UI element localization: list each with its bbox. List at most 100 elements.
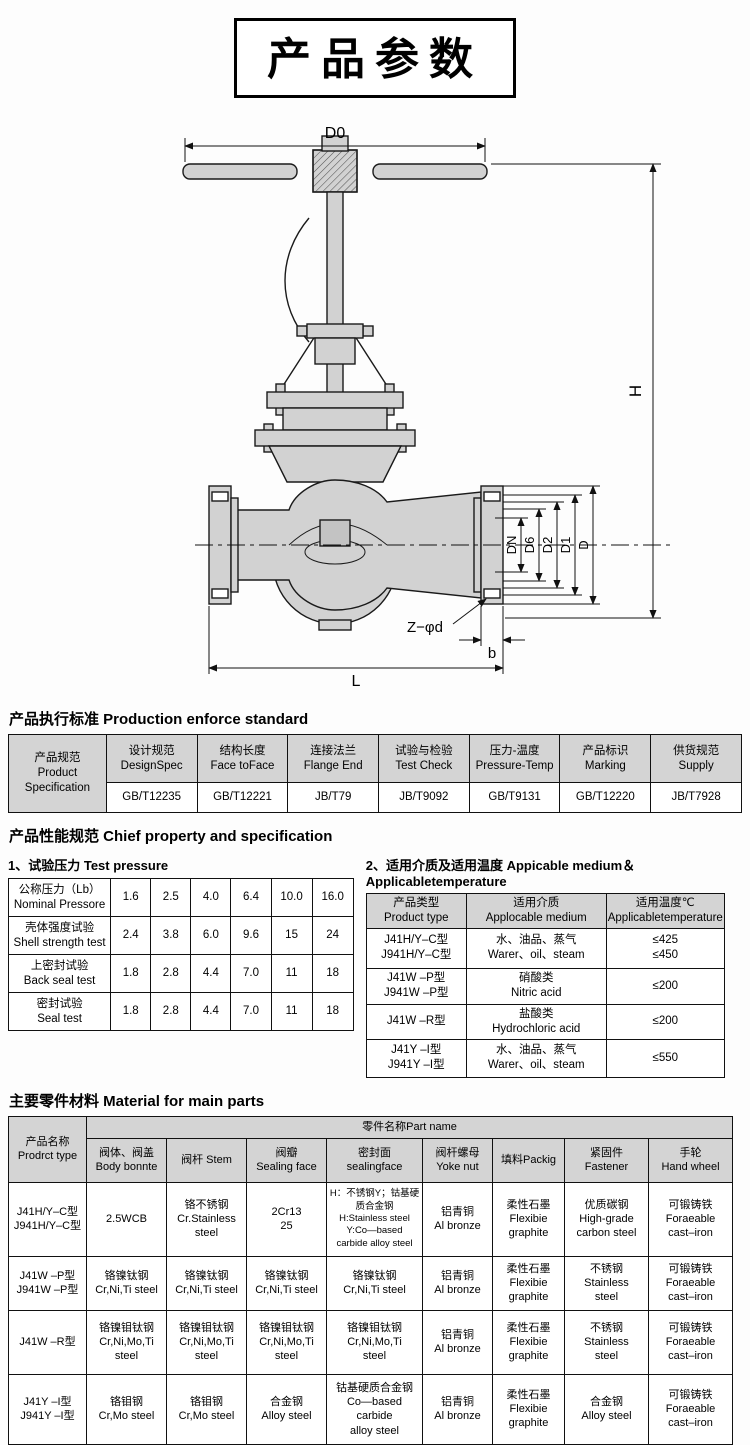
pressure-value-cell: 4.4	[190, 992, 232, 1031]
page-title: 产品参数	[234, 18, 516, 98]
standards-heading: 产品执行标准 Production enforce standard	[9, 711, 309, 728]
standards-header-cell: 产品标识 Marking	[559, 734, 652, 783]
materials-part-header: 紧固件 Fastener	[564, 1137, 649, 1183]
medium-medium-cell: 水、油品、蒸气 Warer、oil、steam	[465, 1038, 607, 1078]
materials-cell: 优质碳钢 High-grade carbon steel	[564, 1181, 649, 1257]
materials-cell: 柔性石墨 Flexibie graphite	[492, 1373, 565, 1445]
medium-header-cell: 适用温度℃ Applicabletemperature	[605, 893, 725, 929]
dim-d2-label: D2	[540, 537, 555, 554]
pressure-value-cell: 4.0	[190, 878, 232, 917]
materials-cell: 铬镍钛钢 Cr,Ni,Ti steel	[86, 1255, 167, 1311]
pressure-value-cell: 11	[270, 992, 313, 1031]
pressure-value-cell: 10.0	[270, 878, 313, 917]
materials-cell: 2Cr13 25	[246, 1181, 327, 1257]
dim-d-label: D	[576, 540, 591, 549]
pressure-value-cell: 18	[311, 954, 354, 993]
standards-header-cell: 供货规范 Supply	[650, 734, 742, 783]
materials-cell: 铝青铜 Al bronze	[422, 1373, 493, 1445]
pressure-block: 1、试验压力 Test pressure 公称压力（Lb） Nominal Pr…	[7, 851, 354, 1031]
dimension-labels: D0 H DN D6 D2 D1 D Z−φd b L	[325, 125, 645, 690]
materials-cell: 铬镍钼钛钢 Cr,Ni,Mo,Ti steel	[246, 1309, 327, 1375]
materials-cell: 铝青铜 Al bronze	[422, 1309, 493, 1375]
pressure-value-cell: 7.0	[230, 992, 272, 1031]
materials-type-cell: J41H/Y–C型 J941H/Y–C型	[8, 1181, 87, 1257]
medium-header-cell: 产品类型 Product type	[365, 893, 467, 929]
pressure-value-cell: 7.0	[230, 954, 272, 993]
pressure-value-cell: 2.5	[150, 878, 192, 917]
materials-cell: 铬钼钢 Cr,Mo steel	[86, 1373, 167, 1445]
standards-value-cell: GB/T12235	[105, 782, 198, 813]
materials-cell: 铝青铜 Al bronze	[422, 1181, 493, 1257]
pressure-value-cell: 6.4	[230, 878, 272, 917]
standards-header-cell: 连接法兰 Flange End	[287, 734, 379, 783]
materials-cell: 铬镍钼钛钢 Cr,Ni,Mo,Ti steel	[326, 1309, 423, 1375]
pressure-value-cell: 1.6	[110, 878, 152, 917]
materials-part-header: 密封面 sealingface	[326, 1137, 423, 1183]
materials-cell: 铬镍钛钢 Cr,Ni,Ti steel	[326, 1255, 423, 1311]
standards-value-cell: JB/T7928	[650, 782, 742, 813]
pressure-table: 公称压力（Lb） Nominal Pressore 1.6 2.5 4.0 6.…	[7, 878, 354, 1031]
materials-product-header: 产品名称 Prodrct type	[8, 1115, 87, 1183]
pressure-value-cell: 2.4	[110, 916, 152, 955]
materials-cell: 柔性石墨 Flexibie graphite	[492, 1181, 565, 1257]
materials-cell: 钴基硬质合金钢 Co—based carbide alloy steel	[326, 1373, 423, 1445]
bonnet	[254, 383, 416, 483]
standards-header-cell: 试验与检验 Test Check	[378, 734, 470, 783]
standards-header-cell: 设计规范 DesignSpec	[105, 734, 198, 783]
materials-cell: 铬镍钼钛钢 Cr,Ni,Mo,Ti steel	[86, 1309, 167, 1375]
standards-value-cell: GB/T9131	[468, 782, 561, 813]
dim-h-label: H	[626, 385, 645, 397]
materials-cell: 可锻铸铁 Foraeable cast–iron	[648, 1255, 733, 1311]
standards-value-cell: GB/T12220	[559, 782, 652, 813]
medium-temp-cell: ≤200	[605, 967, 725, 1005]
pressure-value-cell: 24	[311, 916, 354, 955]
materials-cell: 铬镍钼钛钢 Cr,Ni,Mo,Ti steel	[166, 1309, 247, 1375]
valve-drawing: D0 H DN D6 D2 D1 D Z−φd b L	[182, 125, 675, 690]
materials-cell: 可锻铸铁 Foraeable cast–iron	[648, 1181, 733, 1257]
medium-table: 产品类型 Product type 适用介质 Applocable medium…	[365, 893, 725, 1078]
medium-temp-cell: ≤425 ≤450	[605, 927, 725, 969]
materials-cell: 合金钢 Alloy steel	[564, 1373, 649, 1445]
standards-header-cell: 结构长度 Face toFace	[196, 734, 289, 783]
medium-type-cell: J41Y –I型 J941Y –I型	[365, 1038, 467, 1078]
pressure-value-cell: 16.0	[311, 878, 354, 917]
materials-cell: 可锻铸铁 Foraeable cast–iron	[648, 1309, 733, 1375]
medium-type-cell: J41W –P型 J941W –P型	[365, 967, 467, 1005]
dim-d1-label: D1	[558, 537, 573, 554]
materials-partname-header: 零件名称Part name	[86, 1115, 733, 1139]
materials-cell: 不锈钢 Stainless steel	[564, 1255, 649, 1311]
pressure-subheading: 1、试验压力 Test pressure	[8, 858, 169, 873]
dim-d6-label: D6	[522, 537, 537, 554]
medium-temp-cell: ≤550	[605, 1038, 725, 1078]
valve-drawing-area: D0 H DN D6 D2 D1 D Z−φd b L	[0, 100, 750, 696]
medium-temp-cell: ≤200	[605, 1003, 725, 1040]
medium-subheading: 2、适用介质及适用温度 Appicable medium＆Applicablet…	[365, 858, 636, 889]
dimension-lines	[184, 138, 675, 674]
dim-l-label: L	[352, 673, 361, 690]
materials-table: 产品名称 Prodrct type 零件名称Part name 阀体、阀盖 Bo…	[8, 1115, 733, 1445]
standards-row-header: 产品规范 Product Specification	[8, 734, 107, 813]
materials-cell: 2.5WCB	[86, 1181, 167, 1257]
dim-zfd-label: Z−φd	[407, 619, 443, 636]
medium-block: 2、适用介质及适用温度 Appicable medium＆Applicablet…	[365, 851, 742, 1078]
standards-value-cell: JB/T9092	[378, 782, 470, 813]
properties-section: 1、试验压力 Test pressure 公称压力（Lb） Nominal Pr…	[7, 851, 742, 1078]
pressure-value-cell: 15	[270, 916, 313, 955]
materials-cell: 合金钢 Alloy steel	[246, 1373, 327, 1445]
medium-header-cell: 适用介质 Applocable medium	[465, 893, 607, 929]
materials-cell: 可锻铸铁 Foraeable cast–iron	[648, 1373, 733, 1445]
valve-parts	[182, 135, 504, 631]
materials-part-header: 阀瓣 Sealing face	[246, 1137, 327, 1183]
medium-medium-cell: 硝酸类 Nitric acid	[465, 967, 607, 1005]
materials-type-cell: J41W –P型 J941W –P型	[8, 1255, 87, 1311]
materials-cell: 铬不锈钢 Cr.Stainless steel	[166, 1181, 247, 1257]
standards-table: 产品规范 Product Specification 设计规范 DesignSp…	[8, 734, 742, 813]
materials-cell: 铬钼钢 Cr,Mo steel	[166, 1373, 247, 1445]
materials-cell: H：不锈钢Y；钴基硬质合金钢 H:Stainless steel Y:Co—ba…	[326, 1181, 423, 1257]
pressure-value-cell: 18	[311, 992, 354, 1031]
pressure-value-cell: 2.8	[150, 992, 192, 1031]
materials-cell: 铬镍钛钢 Cr,Ni,Ti steel	[246, 1255, 327, 1311]
handwheel	[182, 135, 488, 193]
materials-part-header: 阀杆 Stem	[166, 1137, 247, 1183]
materials-part-header: 填料Packig	[492, 1137, 565, 1183]
